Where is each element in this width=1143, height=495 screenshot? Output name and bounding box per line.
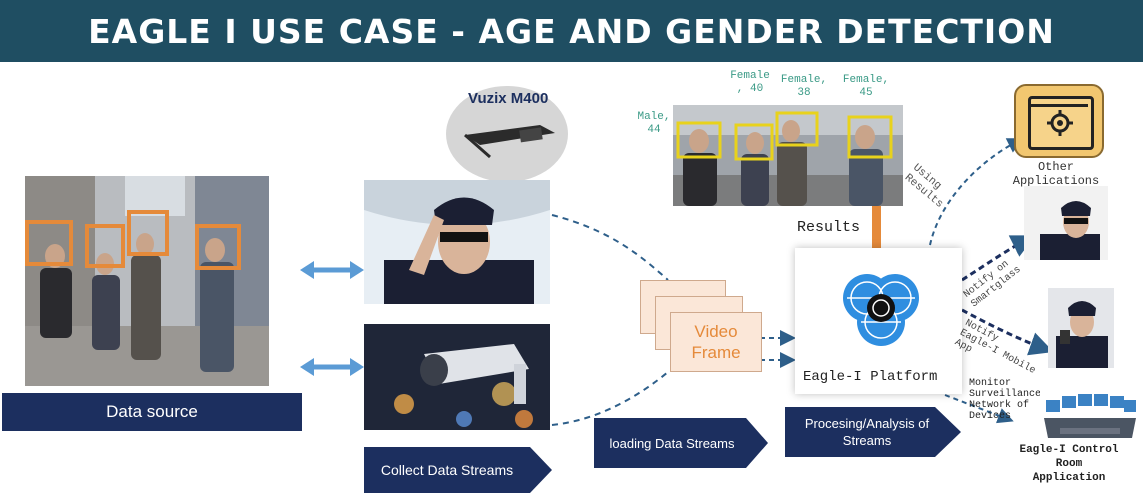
processing-label-shape — [785, 407, 961, 457]
monitor-line-2: Surveillance — [969, 389, 1042, 400]
video-frame-line-1: Video — [694, 322, 738, 341]
detection-4-gender: Female, — [842, 74, 890, 86]
control-room-line-2: Room — [1055, 458, 1083, 470]
gear-icon — [1047, 110, 1073, 136]
detection-3-age: 38 — [797, 87, 811, 99]
other-apps-label: Other Applications — [1001, 160, 1111, 188]
result-box-2 — [734, 123, 774, 161]
monitor-label: Monitor Surveillance Network of Devices — [969, 378, 1041, 422]
collect-label: Collect Data Streams — [380, 462, 514, 478]
detection-2-age: , 40 — [736, 83, 764, 95]
detection-box-3 — [127, 210, 169, 256]
dashed-arrow-to-other-apps — [929, 138, 1024, 246]
monitor-line-4: Devices — [969, 411, 1012, 422]
platform-box: Eagle-I Platform — [795, 248, 962, 394]
detection-label-1: Male, 44 — [632, 111, 676, 137]
results-connector — [872, 206, 881, 248]
surveillance-camera-photo — [364, 324, 550, 430]
results-label: Results — [797, 219, 861, 236]
street-photo — [25, 176, 269, 386]
vuzix-label: Vuzix M400 — [468, 90, 549, 107]
smartglass-user-photo — [364, 180, 550, 304]
other-apps-icon — [1014, 84, 1104, 158]
data-source-label: Data source — [2, 393, 302, 431]
video-frame-line-2: Frame — [691, 343, 741, 362]
loading-label: loading Data Streams — [609, 435, 735, 451]
smartglass-icon — [464, 125, 555, 159]
collect-label-shape — [364, 447, 552, 493]
monitor-line-1: Monitor — [969, 378, 1012, 389]
control-room-line-3: Application — [1032, 472, 1106, 484]
result-box-4 — [847, 115, 893, 159]
other-apps-line-2: Applications — [1012, 174, 1100, 188]
control-room-label: Eagle-I Control Room Application — [998, 443, 1140, 485]
detection-1-gender: Male, — [637, 111, 671, 123]
control-room-line-1: Eagle-I Control — [1019, 444, 1119, 456]
other-apps-line-1: Other — [1037, 160, 1074, 174]
detection-label-2: Female , 40 — [722, 70, 778, 96]
result-box-1 — [676, 121, 722, 159]
dashed-arrow-to-control-room — [944, 394, 1014, 424]
eagle-i-logo-icon — [843, 274, 919, 346]
double-arrow-top — [300, 261, 364, 279]
detection-3-gender: Female, — [780, 74, 828, 86]
page-title: EAGLE I USE CASE - AGE AND GENDER DETECT… — [88, 11, 1055, 51]
dashed-line-camera-to-frame — [551, 371, 669, 426]
video-frame-card-front: Video Frame — [670, 312, 762, 372]
data-source-text: Data source — [106, 402, 198, 421]
loading-label-shape — [594, 418, 768, 468]
detection-label-3: Female, 38 — [776, 74, 832, 100]
detection-box-4 — [195, 224, 241, 270]
result-box-3 — [775, 111, 819, 147]
smartglass-notify-photo — [1024, 186, 1108, 260]
results-photo — [673, 105, 903, 206]
dashed-arrow-to-mobile — [961, 308, 1054, 356]
double-arrow-bottom — [300, 358, 364, 376]
detection-label-4: Female, 45 — [838, 74, 894, 100]
processing-label: Procesing/Analysis of Streams — [804, 416, 930, 448]
detection-4-age: 45 — [859, 87, 873, 99]
detection-2-gender: Female — [730, 70, 770, 82]
mobile-notify-photo — [1048, 288, 1114, 368]
detection-1-age: 44 — [647, 124, 661, 136]
control-room-photo — [1040, 388, 1140, 444]
detection-box-2 — [85, 224, 125, 268]
dashed-line-glasses-to-frame — [551, 214, 669, 281]
monitor-line-3: Network of — [969, 400, 1030, 411]
platform-label: Eagle-I Platform — [803, 369, 938, 385]
title-bar: EAGLE I USE CASE - AGE AND GENDER DETECT… — [0, 0, 1143, 62]
detection-box-1 — [25, 220, 73, 266]
